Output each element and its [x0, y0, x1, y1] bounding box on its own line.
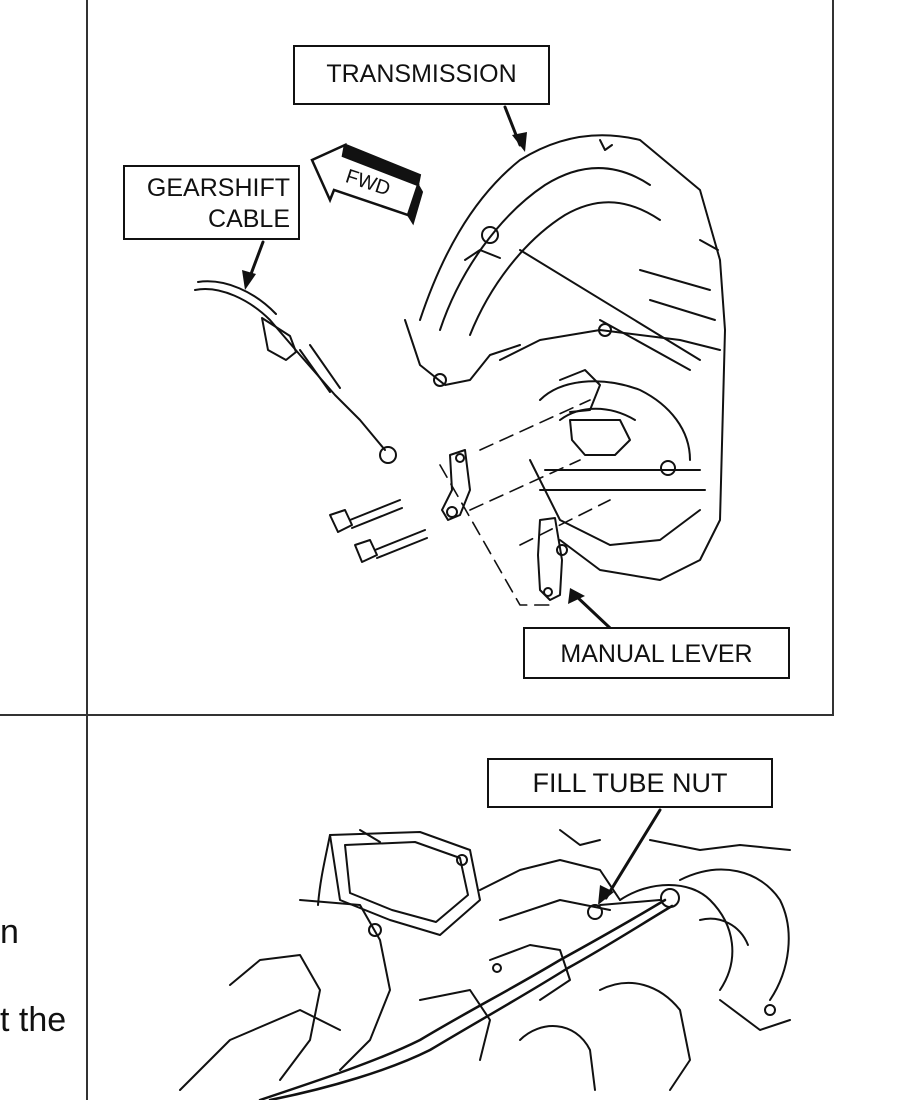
- manual-lever-drawing: [537, 517, 568, 601]
- fill-tube-nut-label: FILL TUBE NUT: [487, 758, 773, 808]
- table-divider-vertical-right: [832, 0, 834, 715]
- table-divider-vertical-left: [86, 0, 88, 1100]
- instruction-text-fragment: n: [0, 913, 19, 951]
- fwd-arrow-icon: FWD: [310, 142, 424, 226]
- table-divider-horizontal: [0, 714, 834, 716]
- arrow-heads: [242, 132, 585, 604]
- gearshift-label-line1: GEARSHIFT: [146, 174, 290, 202]
- alignment-dashed-lines: [439, 399, 611, 606]
- manual-lever-label: MANUAL LEVER: [523, 627, 790, 679]
- instruction-text-fragment: t the: [0, 1001, 67, 1039]
- transmission-label: TRANSMISSION: [293, 45, 550, 105]
- transmission-housing-drawing: [404, 134, 726, 581]
- fill-tube-illustration: [179, 808, 791, 1100]
- gearshift-cable-drawing: [194, 280, 397, 464]
- gearshift-label-line2: CABLE: [208, 205, 290, 233]
- gearshift-cable-label: GEARSHIFT CABLE: [123, 165, 300, 240]
- callout-arrows: [246, 105, 612, 630]
- bracket-and-bolts-drawing: [329, 449, 471, 563]
